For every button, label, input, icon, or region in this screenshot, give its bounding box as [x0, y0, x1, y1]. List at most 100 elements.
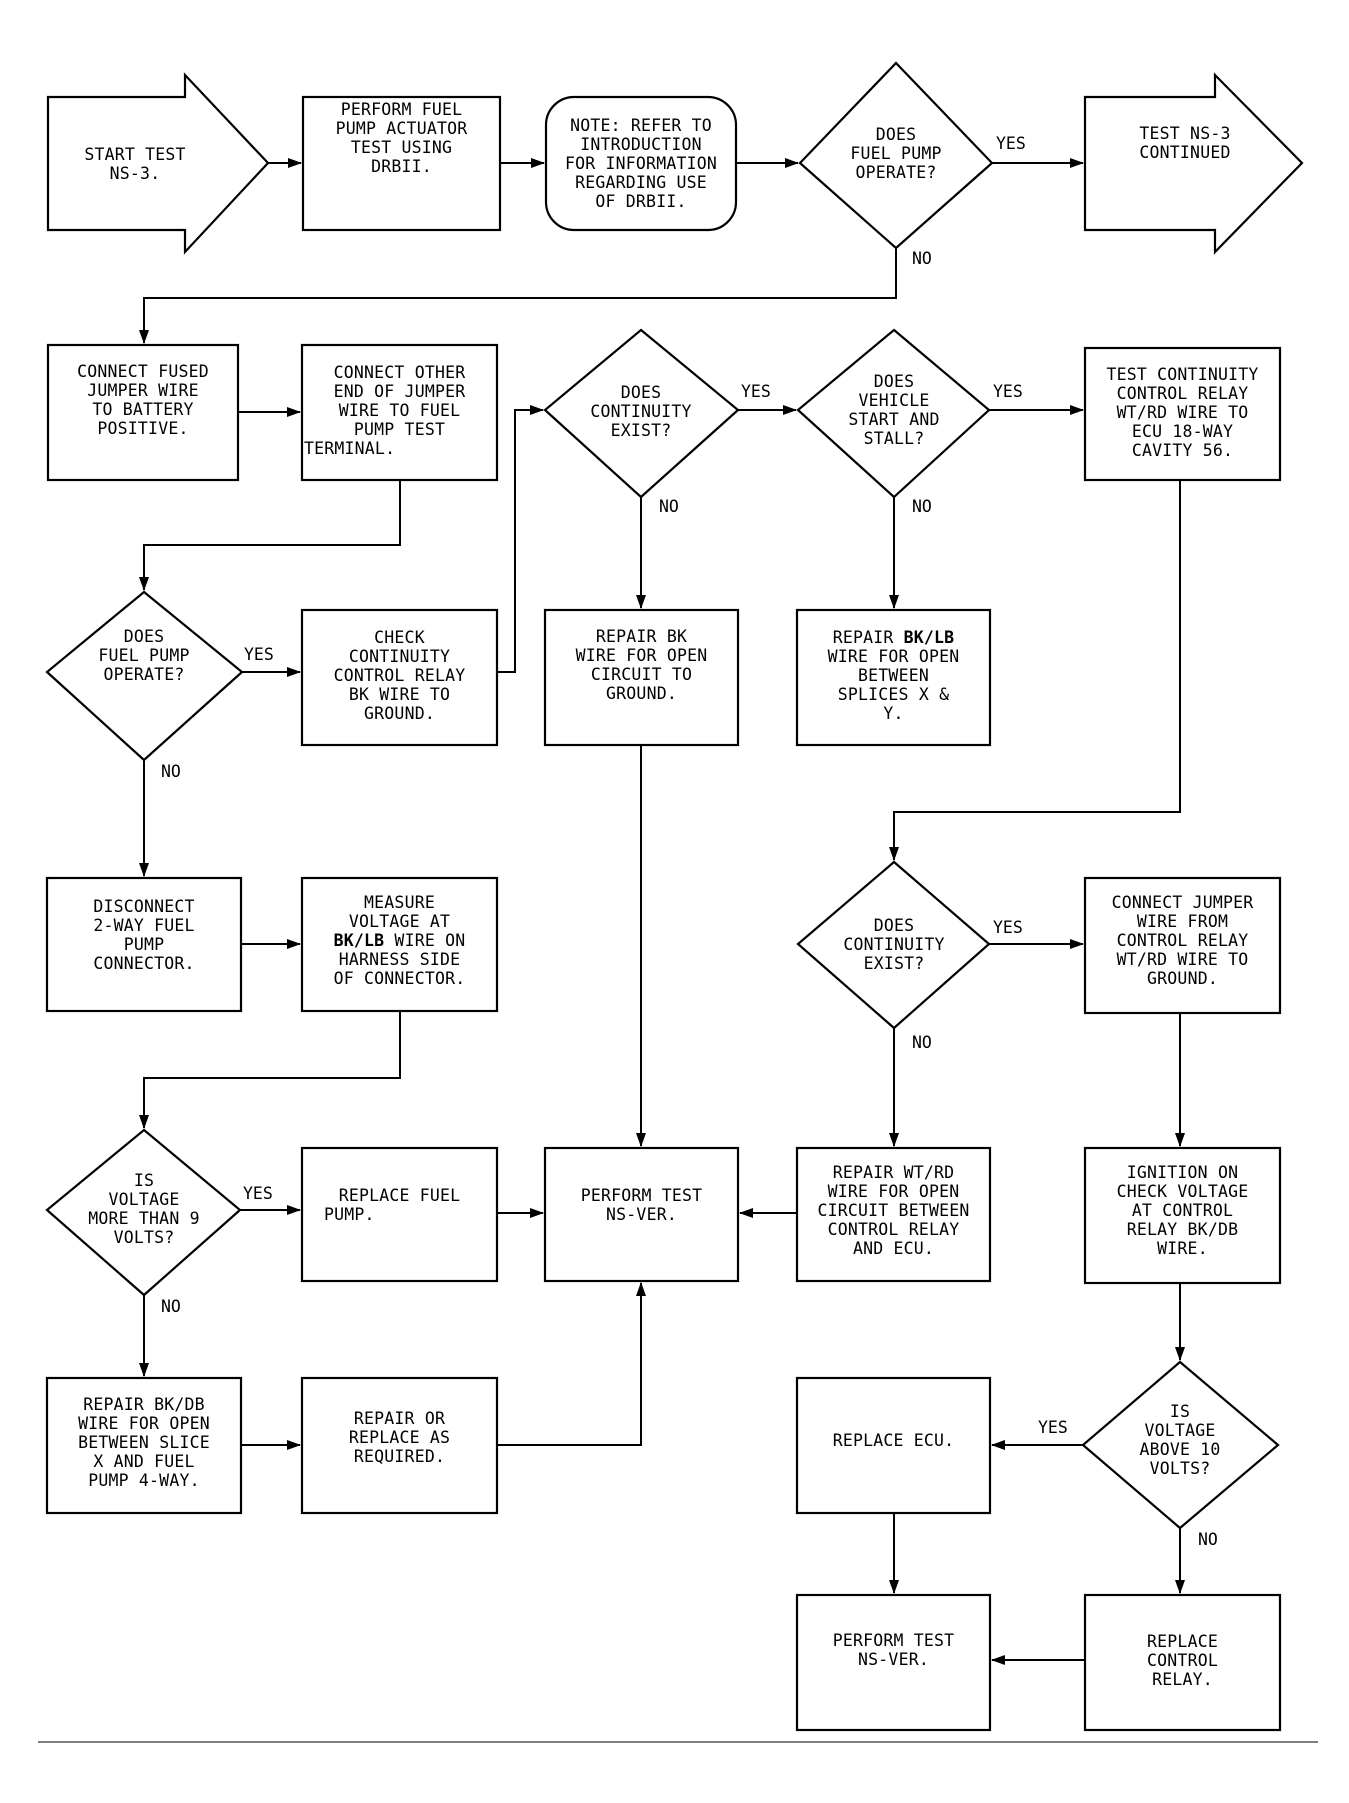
dec-pump1-line-1: DOES — [875, 124, 917, 144]
check-continuity-box — [300, 608, 499, 747]
dec-volt10-line-3: ABOVE 10 — [1139, 1440, 1221, 1459]
repair-bkdb-line-3: BETWEEN SLICE — [78, 1432, 210, 1452]
dec-vehicle-line-1: DOES — [873, 372, 915, 391]
replace-ecu-box — [795, 1376, 992, 1515]
replace-control-relay-box — [1083, 1593, 1282, 1732]
dec-volt9-line-4: VOLTS? — [113, 1228, 175, 1247]
connect-jumper-line-4: WT/RD WIRE TO — [1116, 949, 1249, 969]
connect-jumper-other-end-box — [300, 343, 499, 482]
repair-bk-db-wire-box — [45, 1376, 243, 1515]
measure-text: MEASURE VOLTAGE AT BK/LB WIRE ON HARNESS… — [302, 890, 497, 990]
disconnect-line-1: DISCONNECT — [93, 897, 195, 916]
replace-relay-text: REPLACE CONTROL RELAY. — [1085, 1628, 1280, 1692]
start-test-text: START TEST NS-3. — [60, 97, 210, 230]
repair-wtrd-line-2: WIRE FOR OPEN — [827, 1181, 960, 1201]
replace-ecu-line-1: REPLACE ECU. — [832, 1430, 955, 1450]
repair-bkdb-text: REPAIR BK/DB WIRE FOR OPEN BETWEEN SLICE… — [47, 1392, 241, 1492]
perform-ver2-line-2: NS-VER. — [858, 1650, 929, 1669]
repair-replace-line-3: REQUIRED. — [353, 1446, 446, 1466]
label-continuity2-no: NO — [912, 1033, 932, 1052]
note-line-4: REGARDING USE — [575, 173, 707, 192]
actuator-line-4: DRBII. — [371, 157, 432, 176]
dec-cont1-line-1: DOES — [620, 382, 662, 402]
label-volt10-yes: YES — [1038, 1418, 1068, 1437]
dec-vehicle-line-4: STALL? — [863, 429, 925, 448]
test-cont-line-2: CONTROL RELAY — [1116, 383, 1249, 403]
note-text: NOTE: REFER TO INTRODUCTION FOR INFORMAT… — [546, 97, 736, 230]
repair-wtrd-text: REPAIR WT/RD WIRE FOR OPEN CIRCUIT BETWE… — [797, 1160, 990, 1260]
replace-pump-text: REPLACE FUEL PUMP. — [302, 1183, 497, 1227]
repair-bkdb-line-5: PUMP 4-WAY. — [88, 1470, 200, 1490]
ignition-line-5: WIRE. — [1157, 1238, 1208, 1258]
dec-cont2-text: DOES CONTINUITY EXIST? — [818, 912, 970, 976]
connect-jumper-text: CONNECT JUMPER WIRE FROM CONTROL RELAY W… — [1085, 890, 1280, 990]
continued-line-1: TEST NS-3 — [1139, 124, 1231, 143]
repair-wtrd-line-1: REPAIR WT/RD — [832, 1162, 955, 1182]
ignition-line-4: RELAY BK/DB — [1126, 1219, 1239, 1239]
disconnect-connector-box — [45, 876, 243, 1013]
repair-wt-rd-wire-box — [795, 1146, 992, 1283]
jumper-other-line-4: PUMP TEST — [353, 419, 446, 439]
repair-bk-text: REPAIR BK WIRE FOR OPEN CIRCUIT TO GROUN… — [545, 625, 738, 705]
perform-ver1-line-1: PERFORM TEST — [580, 1186, 703, 1205]
start-line-1: START TEST — [84, 144, 186, 164]
test-cont-line-5: CAVITY 56. — [1131, 440, 1234, 460]
flow-check-to-continuity1 — [497, 405, 544, 673]
check-cont-line-3: CONTROL RELAY — [333, 665, 466, 685]
label-pump2-yes: YES — [244, 645, 274, 664]
perform-test-ns-ver-box-1 — [543, 1146, 740, 1283]
repair-bkdb-line-4: X AND FUEL — [93, 1451, 195, 1471]
repair-bklb-line-3: BETWEEN — [858, 665, 929, 685]
replace-relay-line-1: REPLACE — [1147, 1631, 1218, 1651]
perform-ver1-line-2: NS-VER. — [606, 1205, 677, 1224]
actuator-text: PERFORM FUEL PUMP ACTUATOR TEST USING DR… — [303, 100, 500, 210]
actuator-line-1: PERFORM FUEL — [340, 100, 463, 119]
note-line-2: INTRODUCTION — [580, 135, 702, 154]
label-continuity2-yes: YES — [993, 918, 1023, 937]
flow-test-continuity-to-continuity2 — [889, 480, 1181, 861]
jumper-batt-line-4: POSITIVE. — [97, 419, 189, 438]
repair-bk-wire-box — [543, 608, 740, 747]
repair-bklb-line-2: WIRE FOR OPEN — [827, 646, 960, 666]
check-cont-line-4: BK WIRE TO — [348, 684, 451, 704]
measure-line-3-suffix: WIRE ON — [384, 930, 466, 950]
connect-jumper-line-3: CONTROL RELAY — [1116, 930, 1249, 950]
repair-bklb-line-5: Y. — [883, 703, 904, 723]
note-line-5: OF DRBII. — [595, 192, 687, 211]
dec-pump2-line-2: FUEL PUMP — [98, 645, 190, 665]
check-cont-line-1: CHECK — [374, 627, 425, 647]
perform-ver1-text: PERFORM TEST NS-VER. — [545, 1183, 738, 1227]
repair-wtrd-line-3: CIRCUIT BETWEEN — [817, 1200, 970, 1220]
dec-cont1-line-3: EXIST? — [610, 420, 672, 440]
dec-pump1-line-3: OPERATE? — [855, 162, 937, 182]
jumper-batt-text: CONNECT FUSED JUMPER WIRE TO BATTERY POS… — [48, 355, 238, 445]
continued-text: TEST NS-3 CONTINUED — [1100, 118, 1270, 168]
dec-vehicle-text: DOES VEHICLE START AND STALL? — [818, 370, 970, 450]
repair-or-replace-box — [300, 1376, 499, 1515]
check-cont-text: CHECK CONTINUITY CONTROL RELAY BK WIRE T… — [302, 625, 497, 725]
jumper-other-text: CONNECT OTHER END OF JUMPER WIRE TO FUEL… — [302, 360, 497, 460]
connect-jumper-relay-box — [1083, 876, 1282, 1015]
repair-bklb-text: REPAIR BK/LB WIRE FOR OPEN BETWEEN SPLIC… — [797, 625, 990, 725]
jumper-other-line-1: CONNECT OTHER — [333, 362, 466, 382]
label-volt9-no: NO — [161, 1297, 181, 1316]
dec-cont2-line-3: EXIST? — [863, 953, 925, 973]
label-volt9-yes: YES — [243, 1184, 273, 1203]
perform-ver2-line-1: PERFORM TEST — [832, 1631, 955, 1650]
repair-bk-line-4: GROUND. — [606, 684, 677, 703]
dec-pump2-line-3: OPERATE? — [103, 664, 185, 684]
repair-bk-line-2: WIRE FOR OPEN — [575, 646, 708, 665]
jumper-other-line-3: WIRE TO FUEL — [338, 400, 461, 420]
continued-line-2: CONTINUED — [1139, 143, 1231, 162]
start-line-2: NS-3. — [109, 163, 161, 183]
measure-line-4: HARNESS SIDE — [338, 949, 461, 969]
repair-bklb-wire-code: BK/LB — [903, 627, 955, 647]
flow-other-end-to-pump2 — [139, 480, 401, 591]
connect-jumper-line-1: CONNECT JUMPER — [1111, 892, 1254, 912]
dec-volt9-line-2: VOLTAGE — [108, 1190, 180, 1209]
dec-cont2-line-2: CONTINUITY — [843, 934, 945, 954]
jumper-batt-line-3: TO BATTERY — [92, 400, 194, 419]
test-cont-text: TEST CONTINUITY CONTROL RELAY WT/RD WIRE… — [1085, 362, 1280, 462]
replace-relay-line-2: CONTROL — [1147, 1650, 1218, 1670]
repair-bkdb-line-1: REPAIR BK/DB — [83, 1394, 205, 1414]
